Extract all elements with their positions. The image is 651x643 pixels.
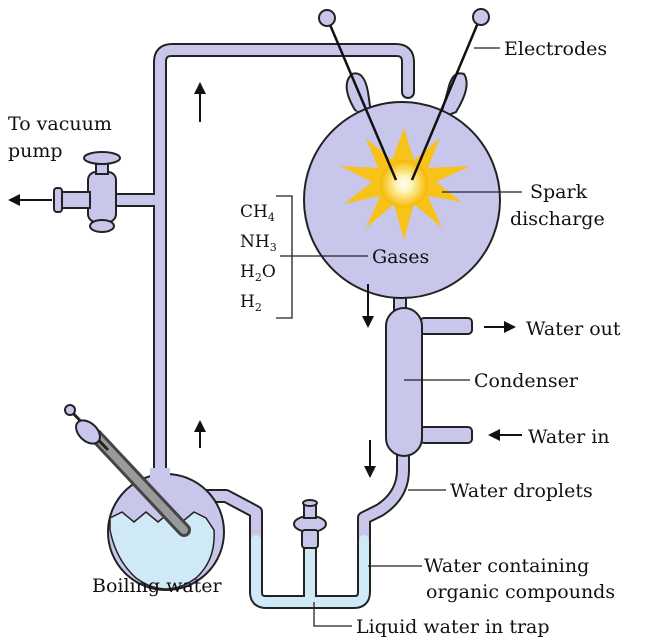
label-gases: Gases — [372, 246, 429, 268]
gas-formula: H2O — [240, 262, 276, 284]
label-boiling-water: Boiling water — [92, 575, 223, 597]
leader-lines — [276, 47, 522, 627]
label-water-droplets: Water droplets — [450, 480, 593, 502]
gas-formula-list: CH4 NH3 H2O H2 — [240, 202, 277, 314]
label-water-in: Water in — [528, 426, 610, 448]
labels: Electrodes To vacuum pump Spark discharg… — [8, 38, 621, 638]
boiling-flask-stopcock — [64, 404, 191, 537]
condenser — [385, 307, 473, 457]
boiling-flask — [107, 468, 225, 591]
electrodes — [318, 8, 490, 181]
label-to-vacuum: To vacuum — [8, 113, 112, 135]
vacuum-stopcock — [53, 151, 121, 233]
label-organic-compounds: organic compounds — [426, 581, 615, 603]
trap-stopcock — [293, 499, 327, 549]
label-spark: Spark — [530, 181, 588, 203]
label-water-out: Water out — [526, 318, 621, 340]
label-pump: pump — [8, 140, 63, 162]
label-water-containing: Water containing — [424, 555, 589, 577]
flow-arrows — [8, 82, 522, 478]
label-condenser: Condenser — [474, 370, 579, 392]
label-electrodes: Electrodes — [504, 38, 607, 60]
glass-tubing — [111, 43, 415, 609]
label-liquid-water-trap: Liquid water in trap — [356, 616, 550, 638]
gas-formula: NH3 — [240, 232, 277, 254]
gas-formula: H2 — [240, 292, 262, 314]
label-discharge: discharge — [510, 208, 605, 230]
gas-formula: CH4 — [240, 202, 275, 224]
